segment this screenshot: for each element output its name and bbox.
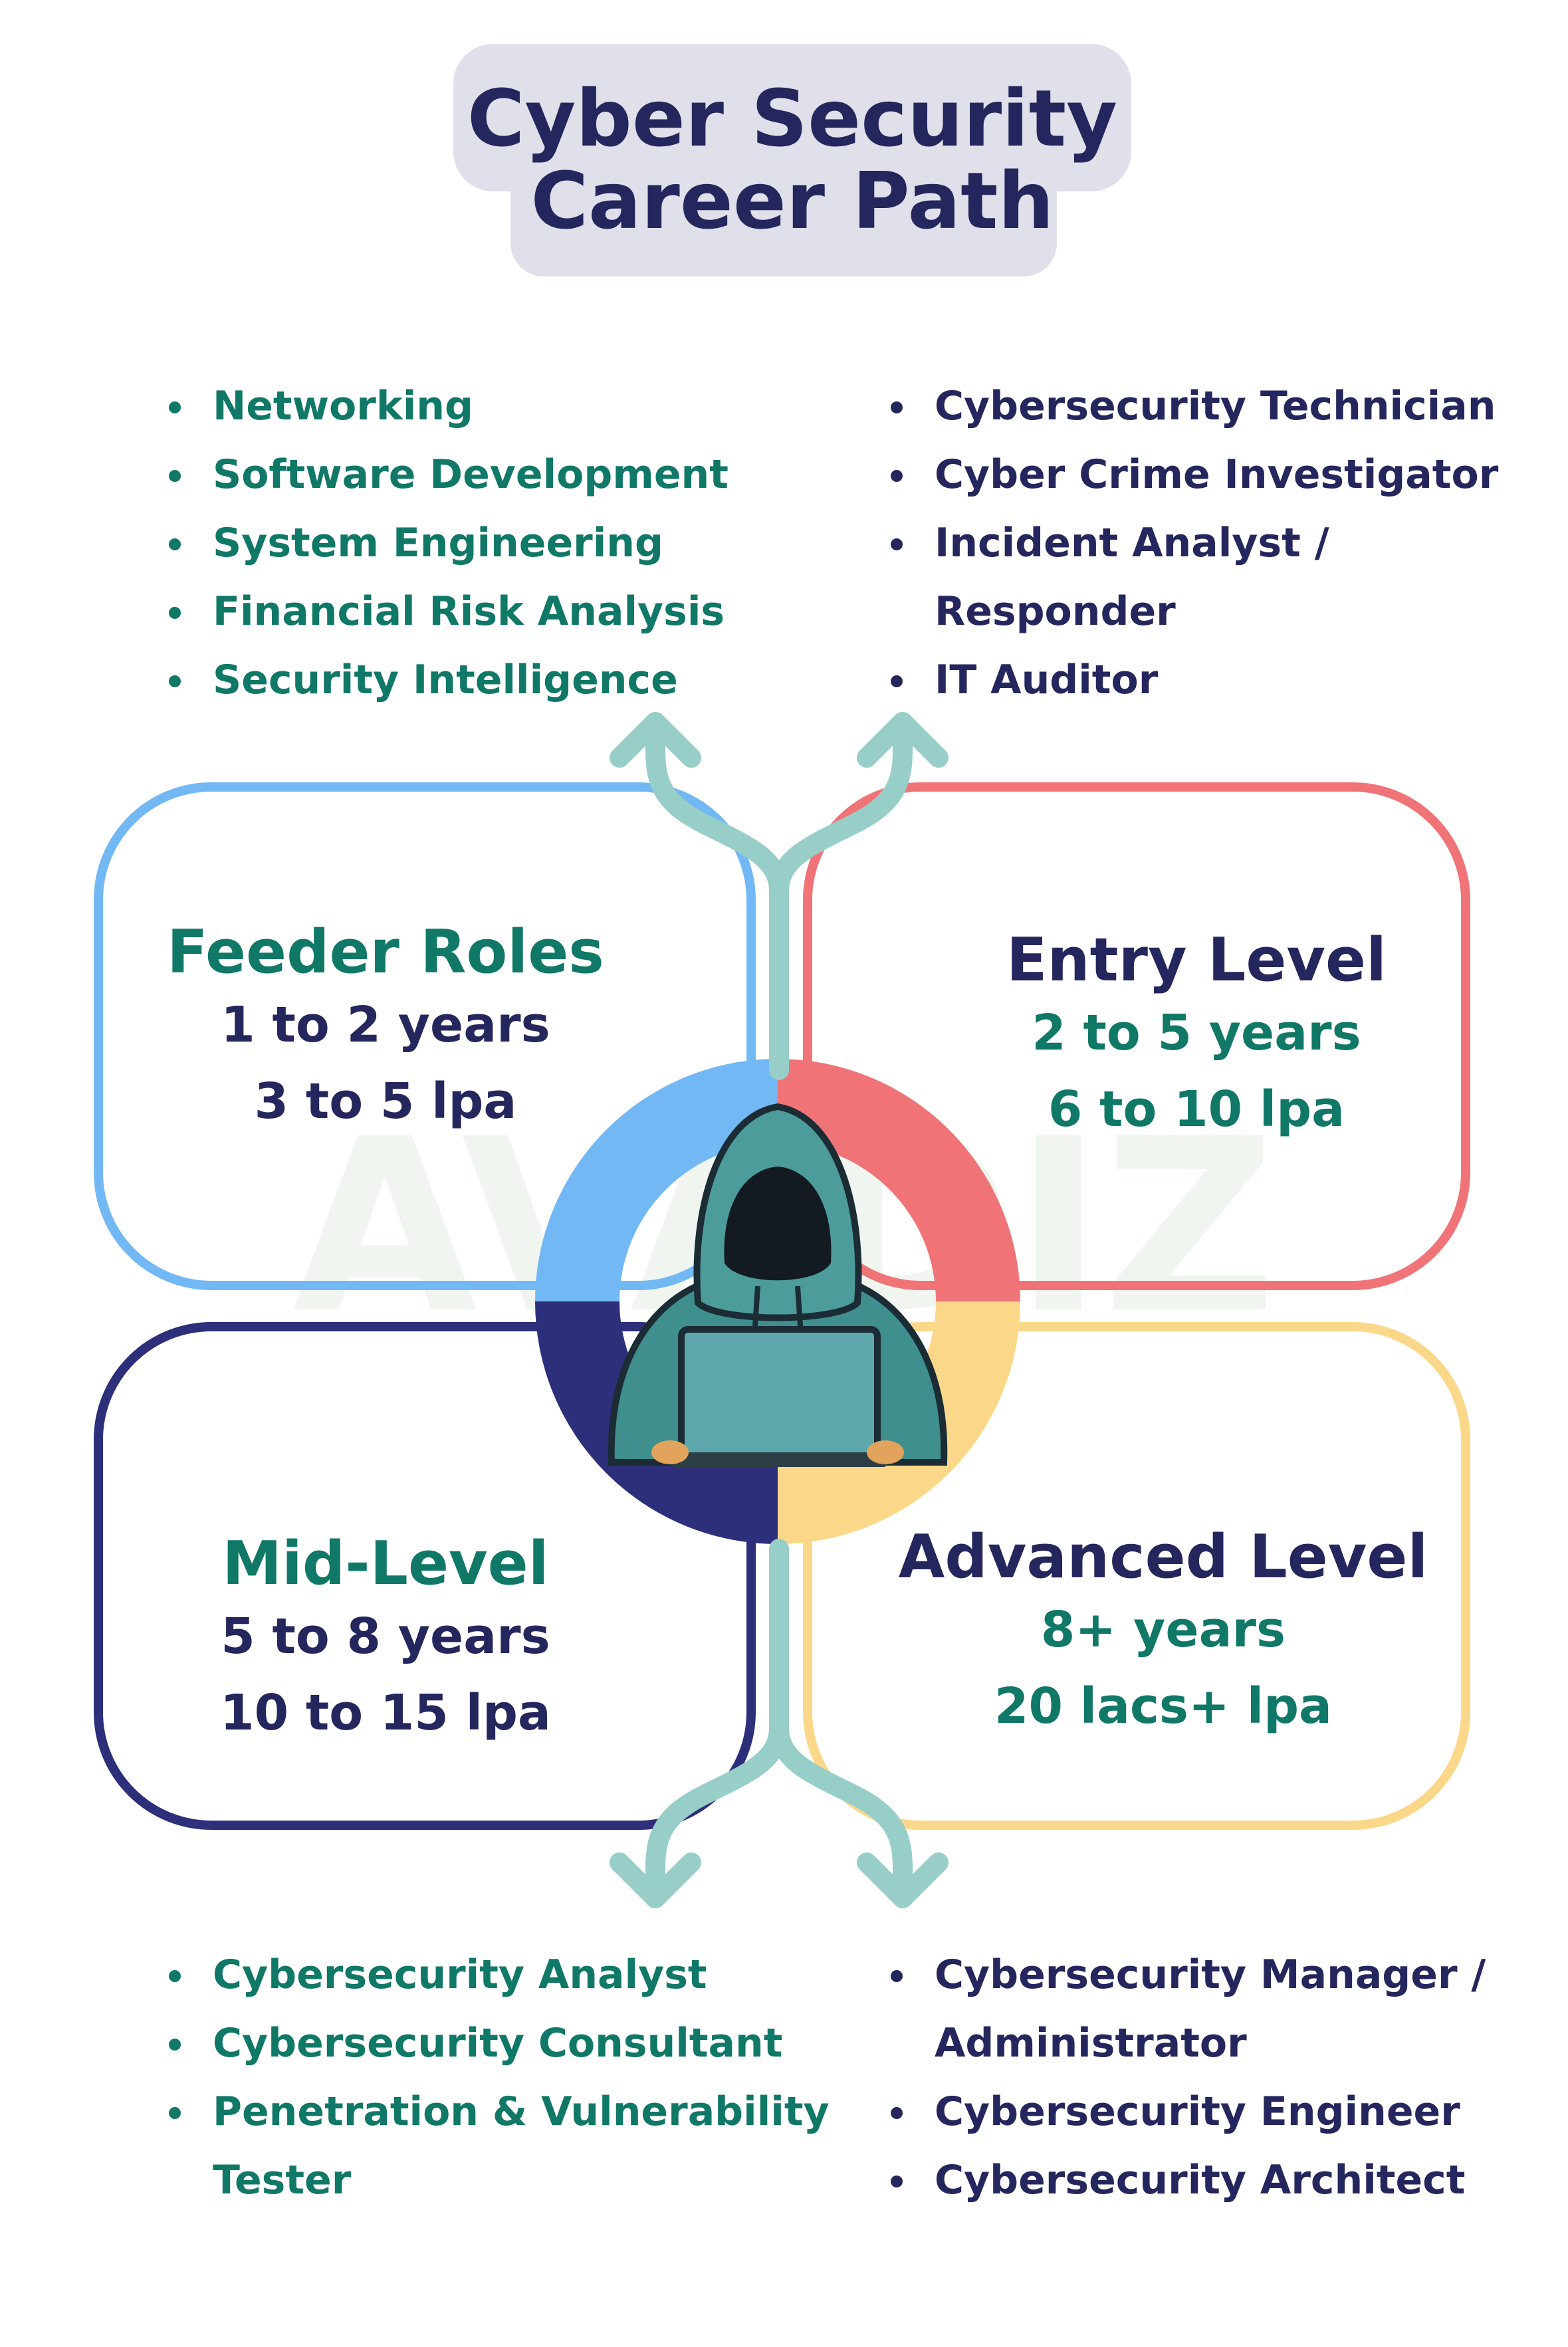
list-item: Cybersecurity Architect — [887, 2146, 1486, 2215]
list-item-continuation: Responder — [935, 588, 1176, 635]
list-item: IT Auditor — [887, 646, 1498, 715]
mid-card-title: Mid-Level — [222, 1529, 549, 1599]
feeder-card-years: 1 to 2 years — [221, 996, 550, 1054]
feeder-card-border — [94, 782, 756, 1290]
advanced-card-salary: 20 lacs+ lpa — [994, 1678, 1332, 1735]
list-item: Cybersecurity Analyst — [165, 1941, 830, 2009]
advanced-card-title: Advanced Level — [898, 1522, 1428, 1592]
feeder-card-title: Feeder Roles — [167, 917, 604, 987]
advanced-roles-list: Cybersecurity Manager / Administrator Cy… — [887, 1941, 1486, 2215]
list-item: Security Intelligence — [165, 646, 728, 715]
mid-card-salary: 10 to 15 lpa — [220, 1684, 551, 1741]
feeder-card-salary: 3 to 5 lpa — [254, 1073, 517, 1130]
list-item-continuation: Tester — [213, 2157, 352, 2203]
list-item: Penetration & Vulnerability — [165, 2078, 830, 2146]
bottom-fork-arrows — [610, 1539, 949, 1908]
list-item: Cybersecurity Consultant — [165, 2009, 830, 2078]
page-title-line2: Career Path — [530, 155, 1054, 247]
hacker-illustration — [608, 1103, 948, 1467]
list-item: Incident Analyst / — [887, 509, 1498, 578]
advanced-card-years: 8+ years — [1040, 1601, 1286, 1658]
entry-card-years: 2 to 5 years — [1032, 1004, 1361, 1062]
advanced-card-border — [803, 1322, 1470, 1830]
entry-roles-list: Cybersecurity Technician Cyber Crime Inv… — [887, 372, 1498, 715]
page-title-line1: Cyber Security — [467, 72, 1118, 165]
list-item: Cybersecurity Manager / — [887, 1941, 1486, 2009]
list-item: Software Development — [165, 441, 728, 509]
list-item-continuation: Administrator — [935, 2020, 1247, 2067]
entry-card-title: Entry Level — [1006, 925, 1387, 995]
feeder-card: Feeder Roles 1 to 2 years 3 to 5 lpa — [133, 917, 638, 1140]
mid-card: Mid-Level 5 to 8 years 10 to 15 lpa — [133, 1529, 638, 1751]
feeder-roles-list: Networking Software Development System E… — [165, 372, 728, 715]
list-item: Cybersecurity Engineer — [887, 2078, 1486, 2146]
list-item: System Engineering — [165, 509, 728, 578]
advanced-card: Advanced Level 8+ years 20 lacs+ lpa — [897, 1522, 1429, 1745]
entry-card: Entry Level 2 to 5 years 6 to 10 lpa — [944, 925, 1449, 1148]
mid-card-years: 5 to 8 years — [221, 1608, 550, 1665]
mid-card-border — [94, 1322, 756, 1830]
list-item: Financial Risk Analysis — [165, 578, 728, 646]
mid-roles-list: Cybersecurity Analyst Cybersecurity Cons… — [165, 1941, 830, 2215]
title-block: Cyber Security Career Path — [453, 44, 1131, 277]
entry-card-border — [803, 782, 1470, 1290]
entry-card-salary: 6 to 10 lpa — [1048, 1081, 1345, 1138]
list-item: Cyber Crime Investigator — [887, 441, 1498, 509]
top-fork-arrows — [610, 712, 949, 1080]
title-background — [453, 44, 1131, 277]
list-item: Networking — [165, 372, 728, 441]
list-item: Cybersecurity Technician — [887, 372, 1498, 441]
